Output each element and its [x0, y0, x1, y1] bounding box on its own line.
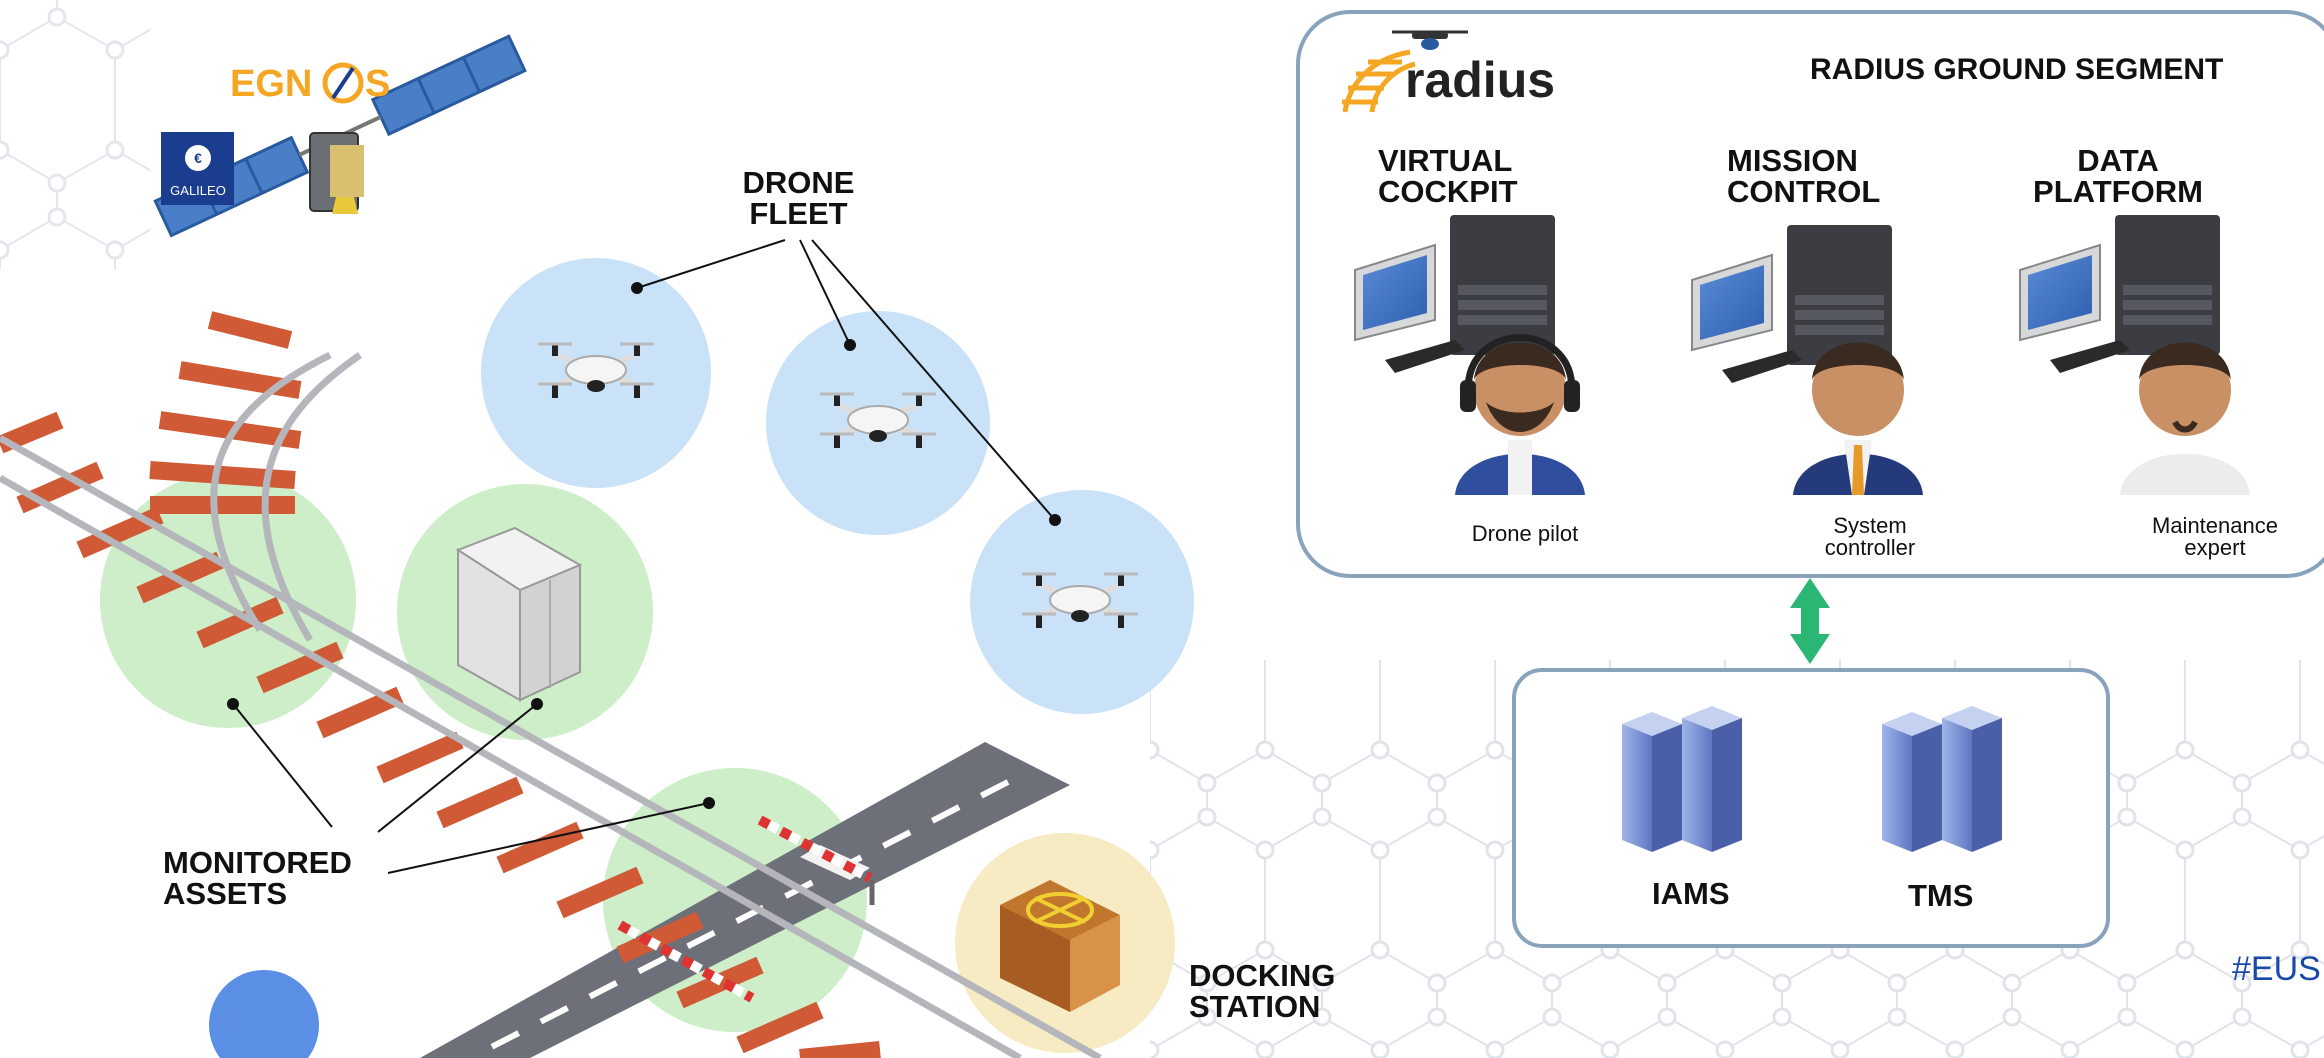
radius-logo: radius [1342, 30, 1555, 113]
avatar-drone-pilot [1455, 334, 1585, 495]
label-drone-fleet: DRONE FLEET [742, 165, 855, 231]
svg-text:€: € [194, 150, 202, 166]
egnos-text: EGN [230, 63, 312, 105]
galileo-logo: € GALILEO [161, 132, 234, 205]
avatar-system-controller [1793, 342, 1923, 495]
radius-drone-icon [1392, 30, 1468, 50]
crossing-barrier-1 [757, 815, 875, 905]
column-title-mission-control: MISSION CONTROL [1727, 143, 1881, 209]
svg-text:S: S [365, 63, 390, 105]
workstation-mission-control [1691, 225, 1892, 383]
galileo-text: GALILEO [170, 183, 226, 198]
trackside-cabinet-icon [455, 526, 583, 702]
railway-track [0, 311, 1102, 1058]
workstation-data-platform [2019, 215, 2220, 373]
label-monitored-assets: MONITORED ASSETS [163, 845, 352, 911]
column-title-data-platform: DATA PLATFORM [2033, 143, 2203, 209]
column-title-virtual-cockpit: VIRTUAL COCKPIT [1378, 143, 1518, 209]
crossing-barrier-2 [617, 920, 755, 1003]
server-icon-tms [1882, 706, 2002, 852]
hashtag-label: #EUS [2232, 950, 2321, 988]
server-icon-iams [1622, 706, 1742, 852]
ground-segment-title: RADIUS GROUND SEGMENT [1810, 53, 2224, 86]
drone-icon-1 [538, 342, 654, 398]
role-drone-pilot: Drone pilot [1471, 521, 1579, 546]
bidirectional-arrow-icon [1790, 578, 1830, 664]
drone-fleet-leader-lines [631, 239, 1061, 526]
radius-wordmark: radius [1405, 52, 1555, 108]
role-system-controller: System controller [1824, 513, 1916, 560]
egnos-logo: EGN S [230, 62, 390, 105]
blue-dot [209, 970, 319, 1058]
docking-station-icon [1000, 880, 1120, 1012]
backend-panel [1512, 668, 2110, 948]
workstation-virtual-cockpit [1354, 215, 1555, 373]
drone-icon-2 [820, 392, 936, 448]
drone-icon-3 [1022, 572, 1138, 628]
backend-label-iams: IAMS [1652, 876, 1730, 911]
label-docking-station: DOCKING STATION [1189, 958, 1336, 1024]
role-maintenance-expert: Maintenance expert [2152, 513, 2278, 560]
monitored-assets-leader-lines [227, 698, 715, 874]
backend-label-tms: TMS [1908, 878, 1974, 913]
avatar-maintenance-expert [2120, 342, 2250, 495]
